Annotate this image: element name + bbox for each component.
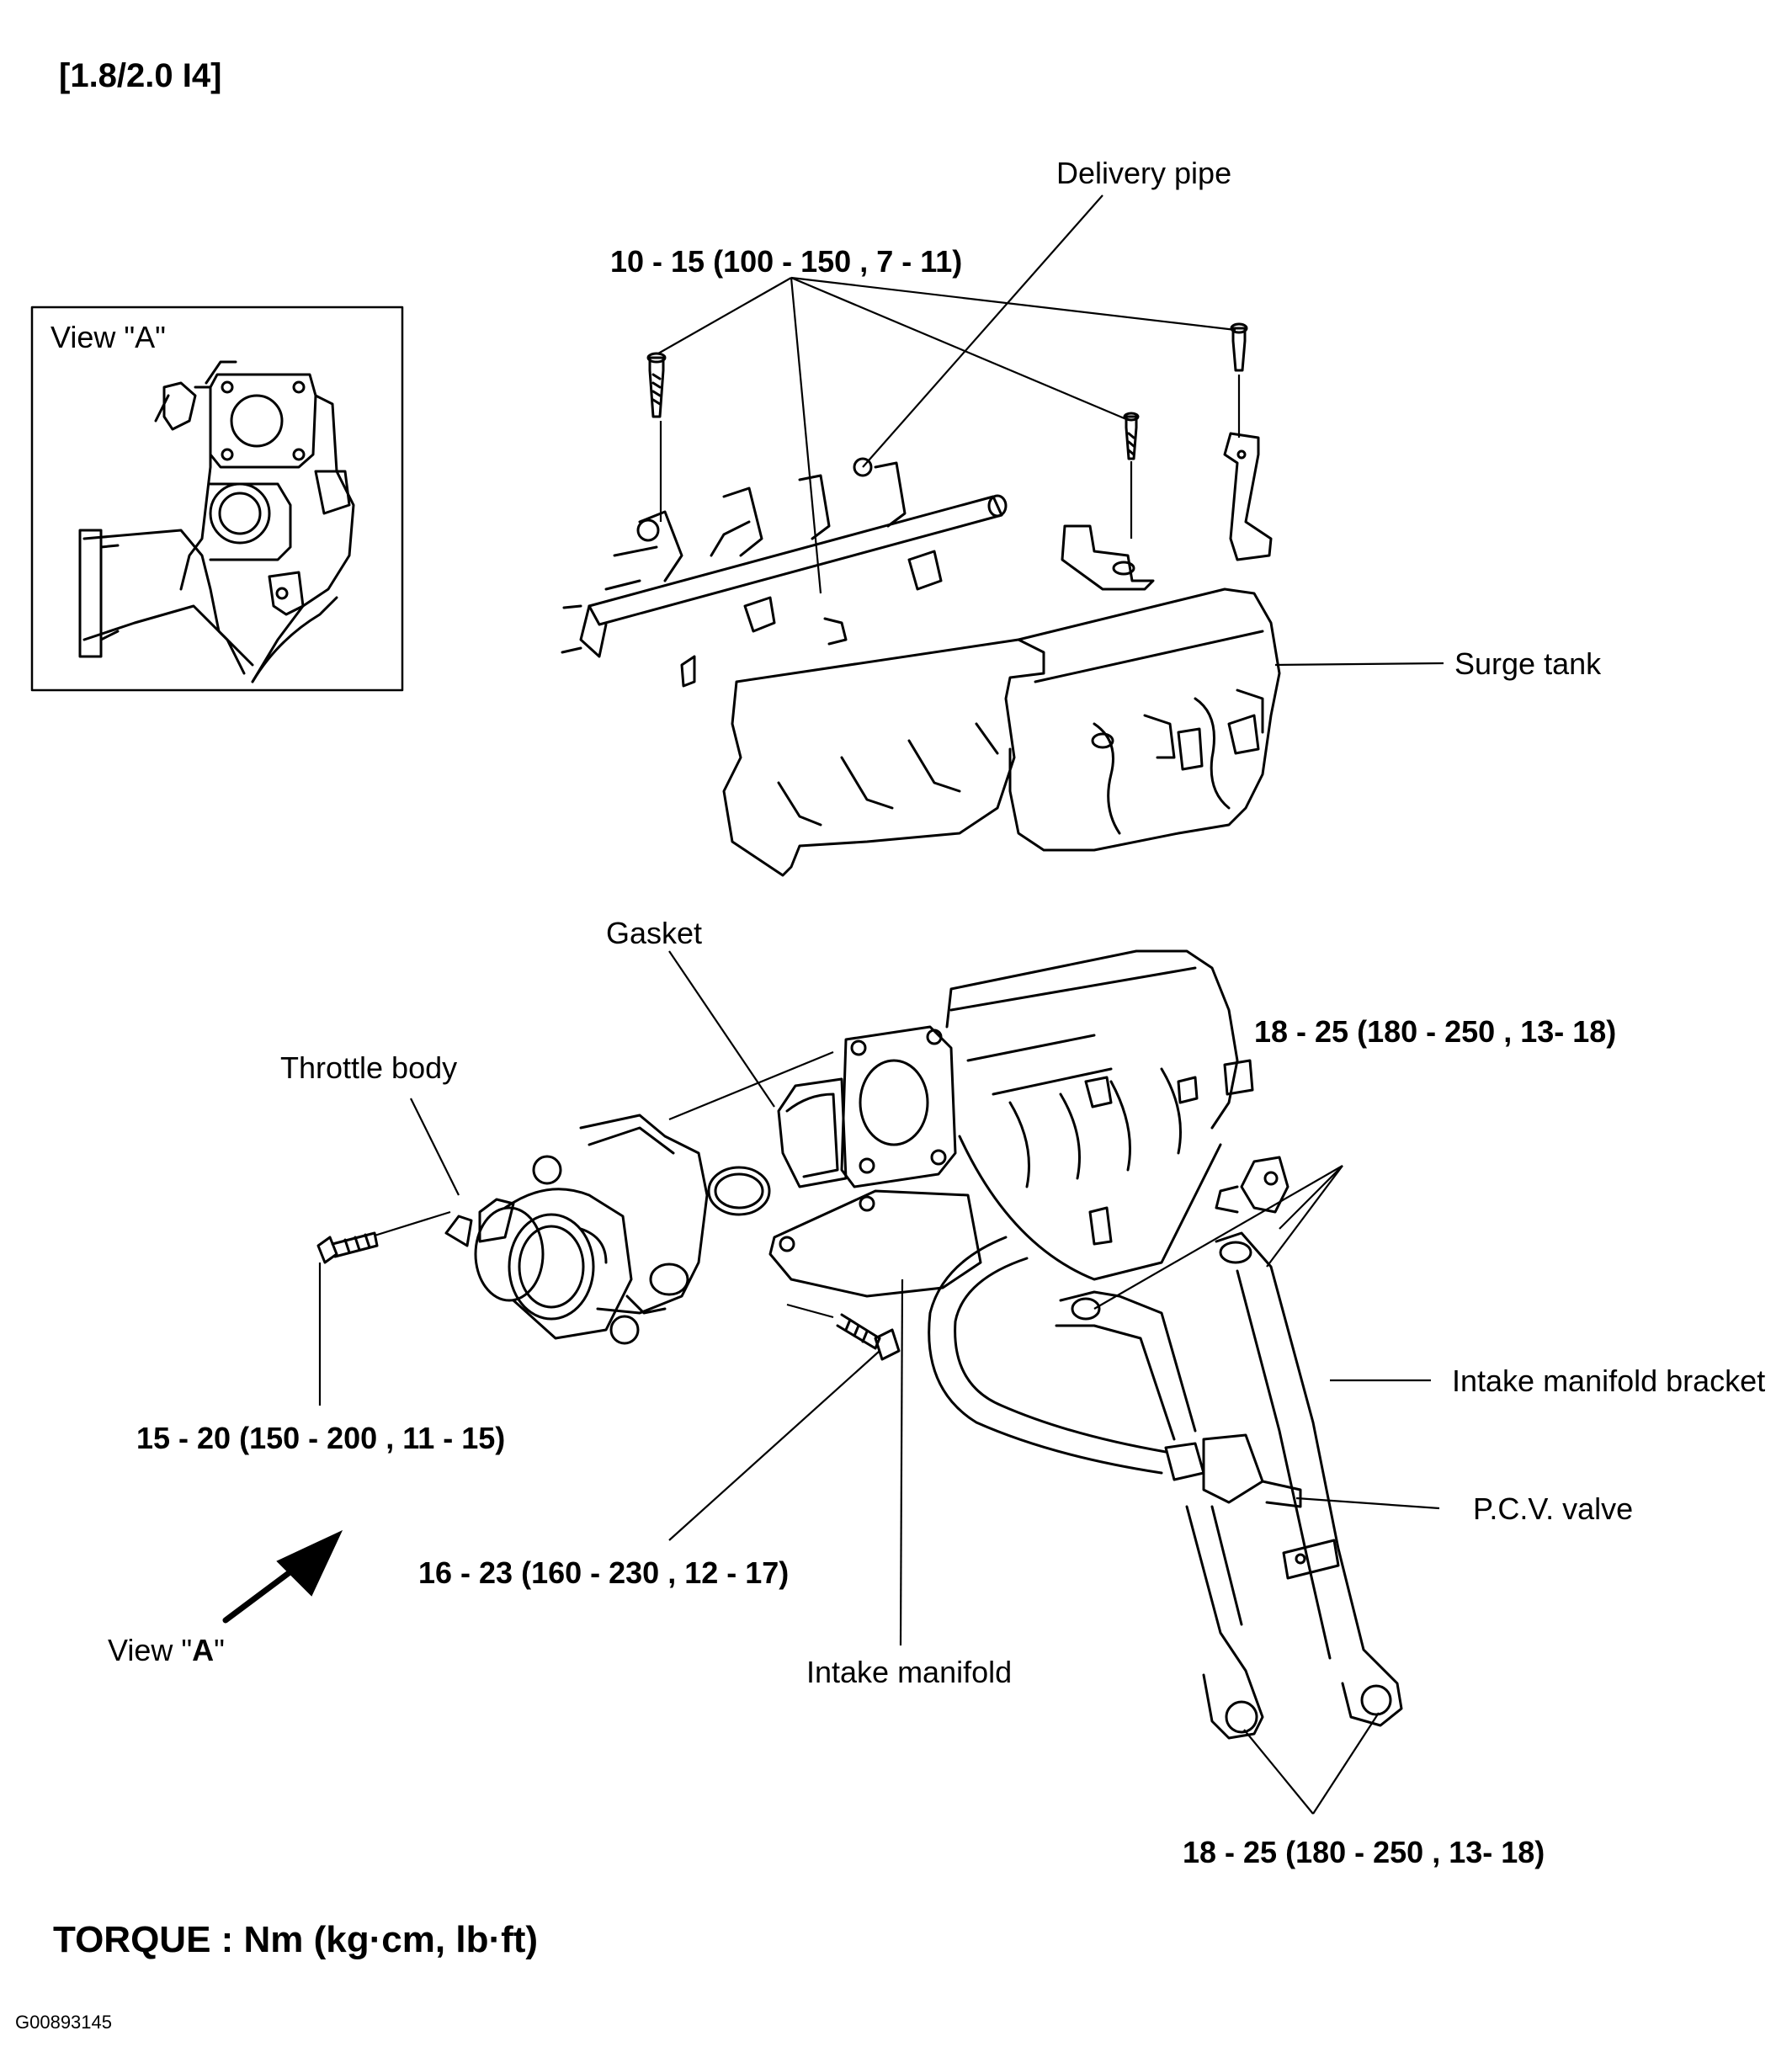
torque-throttle-body-bolt: 15 - 20 (150 - 200 , 11 - 15)	[136, 1421, 506, 1455]
label-throttle-body: Throttle body	[280, 1050, 458, 1085]
inset-title: View "A"	[51, 320, 166, 354]
leader-lines	[318, 194, 1444, 1815]
label-surge-tank: Surge tank	[1454, 646, 1602, 681]
torque-delivery-pipe-bolts: 10 - 15 (100 - 150 , 7 - 11)	[610, 244, 963, 279]
figure-code: G00893145	[15, 2012, 112, 2033]
view-a-suffix: "	[214, 1633, 225, 1667]
torque-manifold-bolt: 16 - 23 (160 - 230 , 12 - 17)	[418, 1555, 790, 1590]
throttle-body-drawing	[444, 1114, 709, 1345]
view-a-arrow-label: View "A"	[108, 1633, 225, 1668]
torque-units-legend: TORQUE : Nm (kg·cm, lb·ft)	[53, 1919, 539, 1960]
bracket-and-hose	[928, 1156, 1403, 1740]
label-intake-manifold-bracket: Intake manifold bracket	[1452, 1364, 1766, 1398]
view-a-arrow	[222, 1529, 343, 1624]
torque-bracket-upper: 18 - 25 (180 - 250 , 13- 18)	[1254, 1014, 1617, 1049]
label-pcv-valve: P.C.V. valve	[1473, 1491, 1634, 1526]
mounting-brackets	[1061, 432, 1273, 591]
torque-bracket-lower: 18 - 25 (180 - 250 , 13- 18)	[1183, 1835, 1545, 1869]
intake-manifold-drawing	[707, 949, 1254, 1298]
view-a-inset	[30, 306, 404, 692]
surge-tank-drawing	[722, 587, 1281, 877]
label-delivery-pipe: Delivery pipe	[1056, 156, 1232, 190]
view-a-prefix: View "	[108, 1633, 193, 1667]
delivery-pipe-drawing	[561, 322, 1248, 688]
bolts-lower	[316, 1231, 901, 1361]
engine-header: [1.8/2.0 I4]	[59, 57, 222, 94]
label-intake-manifold: Intake manifold	[806, 1655, 1013, 1689]
label-gasket: Gasket	[606, 916, 703, 950]
view-a-letter: A	[192, 1633, 215, 1667]
